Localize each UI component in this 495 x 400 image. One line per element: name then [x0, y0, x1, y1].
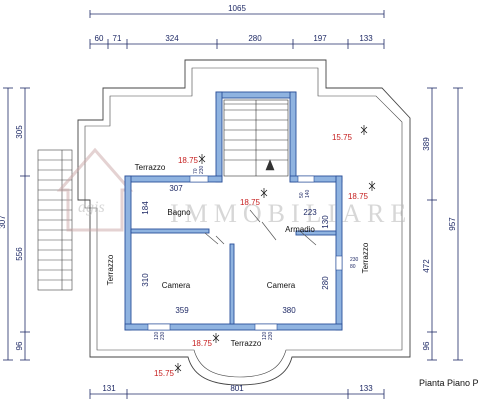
room-bagno: Bagno — [167, 208, 191, 217]
dim-right: 472 — [422, 259, 431, 273]
dim-top-total: 1065 — [228, 4, 246, 13]
room-terrazzo-top: Terrazzo — [135, 163, 166, 172]
dim-camera-left-width: 359 — [175, 306, 189, 315]
room-terrazzo-right: Terrazzo — [361, 242, 370, 273]
dim-top-seg: 197 — [313, 34, 327, 43]
window-dim: 120 — [262, 331, 268, 340]
window-dim: 80 — [350, 264, 356, 270]
walls — [124, 91, 343, 331]
plan-caption: Pianta Piano P — [419, 378, 479, 388]
window-dim: 230 — [350, 257, 359, 263]
dim-armadio-width: 223 — [303, 208, 317, 217]
dim-top-seg: 280 — [248, 34, 262, 43]
room-camera-right: Camera — [267, 281, 296, 290]
elevation-marker-icon — [360, 125, 368, 135]
room-terrazzo-bottom: Terrazzo — [231, 339, 262, 348]
window-dim: 70 — [193, 168, 199, 174]
dim-top-seg: 60 — [95, 34, 104, 43]
room-labels: Bagno Armadio Camera Camera Terrazzo Ter… — [106, 163, 370, 348]
elevation-label: 15.75 — [332, 133, 353, 142]
terrace-outline — [77, 59, 411, 386]
room-terrazzo-left: Terrazzo — [106, 254, 115, 285]
room-camera-left: Camera — [162, 281, 191, 290]
dim-armadio-height: 130 — [321, 215, 330, 229]
dim-right-outer: 957 — [448, 217, 457, 231]
elevation-label: 18.75 — [178, 156, 199, 165]
dim-left: 96 — [15, 341, 24, 350]
dim-bottom: 801 — [230, 384, 244, 393]
elevation-marker-icon — [198, 154, 206, 164]
elevation-marker-icon — [212, 333, 220, 343]
elevation-labels: 18.75 18.75 18.75 15.75 18.75 15.75 — [154, 133, 369, 378]
dim-camera-right-height: 280 — [321, 276, 330, 290]
dim-camera-left-height: 310 — [141, 273, 150, 287]
dim-left-outer: 307 — [0, 215, 7, 229]
dim-bagno-height: 184 — [141, 201, 150, 215]
elevation-markers — [174, 125, 376, 373]
dim-bagno-width: 307 — [169, 184, 183, 193]
dim-top-seg: 71 — [113, 34, 122, 43]
watermark-logo-text: agis — [78, 199, 105, 216]
window-dim: 120 — [154, 331, 160, 340]
window-dim: 230 — [268, 331, 274, 340]
dim-left: 556 — [15, 247, 24, 261]
dim-bottom: 131 — [102, 384, 116, 393]
dim-right: 96 — [422, 341, 431, 350]
dim-top-seg: 324 — [165, 34, 179, 43]
internal-stairs — [223, 99, 289, 177]
dim-bottom: 133 — [359, 384, 373, 393]
dim-top-seg: 133 — [359, 34, 373, 43]
doors — [204, 209, 317, 246]
dimension-lines — [3, 10, 463, 399]
house-logo-icon — [56, 147, 134, 232]
dim-left: 305 — [15, 125, 24, 139]
dim-right: 389 — [422, 137, 431, 151]
window-dim: 230 — [199, 165, 205, 174]
elevation-marker-icon — [174, 363, 182, 373]
elevation-label: 18.75 — [240, 198, 261, 207]
watermark: agis IMMOBILIARE — [56, 147, 412, 232]
elevation-label: 18.75 — [348, 192, 369, 201]
window-dim: 140 — [305, 189, 311, 198]
window-dim: 230 — [160, 331, 166, 340]
dimension-labels: 1065 60 71 324 280 197 133 305 307 556 9… — [0, 4, 457, 393]
elevation-label: 18.75 — [192, 339, 213, 348]
room-armadio: Armadio — [285, 225, 315, 234]
window-dim: 50 — [299, 192, 305, 198]
elevation-label: 15.75 — [154, 369, 175, 378]
watermark-text: IMMOBILIARE — [170, 199, 412, 228]
windows — [147, 175, 343, 331]
elevation-marker-icon — [260, 188, 268, 198]
elevation-marker-icon — [368, 181, 376, 191]
external-stair — [37, 149, 73, 291]
dim-camera-right-width: 380 — [282, 306, 296, 315]
